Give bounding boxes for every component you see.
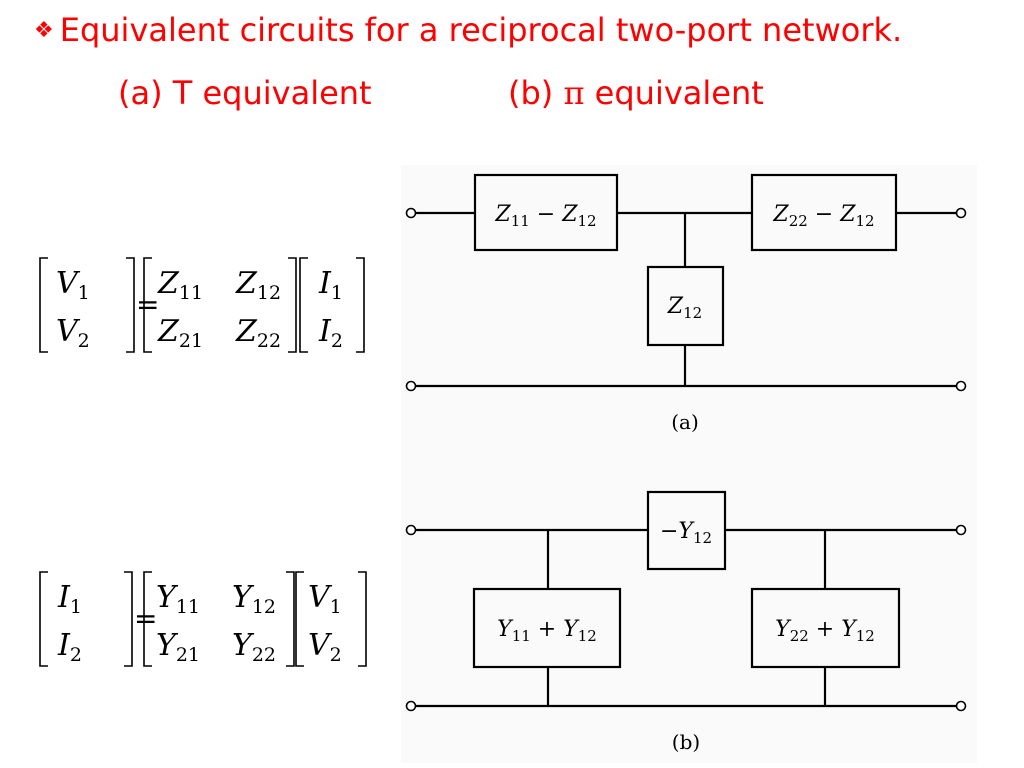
z-rhs-bottom: I2 (318, 314, 343, 352)
z-matrix-21: Z21 (157, 314, 203, 352)
y11-plus-y12-label: Y11 + Y12 (497, 617, 597, 645)
title-part-a: (a) T equivalent (118, 74, 372, 112)
title-part-b: (b) π equivalent (508, 74, 764, 112)
z-rhs-top: I1 (318, 266, 343, 304)
z-matrix-11: Z11 (157, 266, 203, 304)
y-matrix-22: Y22 (232, 628, 276, 666)
equivalent-circuits-figure: Z11 − Z12 Z22 − Z12 Z12 (a) −Y12 (401, 165, 977, 763)
port-2-ground-terminal (955, 380, 967, 392)
z-lhs-bottom: V2 (56, 314, 90, 352)
pi-port-2-terminal (955, 524, 967, 536)
title-line-1: Equivalent circuits for a reciprocal two… (59, 11, 903, 49)
z-matrix-12: Z12 (235, 266, 281, 304)
y-equals-sign: = (134, 602, 157, 635)
y22-plus-y12-label: Y22 + Y12 (775, 617, 875, 645)
t-equivalent-circuit: Z11 − Z12 Z22 − Z12 Z12 (a) (405, 173, 967, 434)
z12-shunt-label: Z12 (667, 294, 702, 322)
z-equals-sign: = (136, 288, 159, 321)
pi-port-1-ground-terminal (405, 700, 417, 712)
pi-port-2-ground-terminal (955, 700, 967, 712)
port-1-terminal (405, 207, 417, 219)
caption-a: (a) (671, 410, 699, 434)
y-matrix-21: Y21 (156, 628, 200, 666)
minus-y12-label: −Y12 (660, 519, 712, 547)
port-1-ground-terminal (405, 380, 417, 392)
slide-title: ❖Equivalent circuits for a reciprocal tw… (34, 8, 1014, 112)
figure-background (401, 165, 977, 763)
y-rhs-bottom: V2 (308, 628, 342, 666)
diamond-bullet-icon: ❖ (34, 18, 54, 43)
y-lhs-top: I1 (57, 580, 82, 618)
y-matrix-11: Y11 (156, 580, 200, 618)
y-rhs-top: V1 (308, 580, 342, 618)
pi-symbol: π (563, 74, 585, 112)
pi-port-1-terminal (405, 524, 417, 536)
y-lhs-bottom: I2 (57, 628, 82, 666)
z11-minus-z12-label: Z11 − Z12 (494, 202, 596, 230)
caption-b: (b) (672, 730, 700, 754)
port-2-terminal (955, 207, 967, 219)
pi-equivalent-circuit: −Y12 Y11 + Y12 Y22 + Y12 (b) (405, 490, 967, 754)
z22-minus-z12-label: Z22 − Z12 (772, 202, 874, 230)
admittance-matrix-equation: I1 I2 = Y11 Y12 Y21 Y22 V1 V2 (39, 571, 367, 667)
z-matrix-22: Z22 (235, 314, 281, 352)
y-matrix-12: Y12 (232, 580, 276, 618)
z-lhs-top: V1 (56, 266, 90, 304)
impedance-matrix-equation: V1 V2 = Z11 Z12 Z21 Z22 I1 I2 (39, 257, 365, 353)
